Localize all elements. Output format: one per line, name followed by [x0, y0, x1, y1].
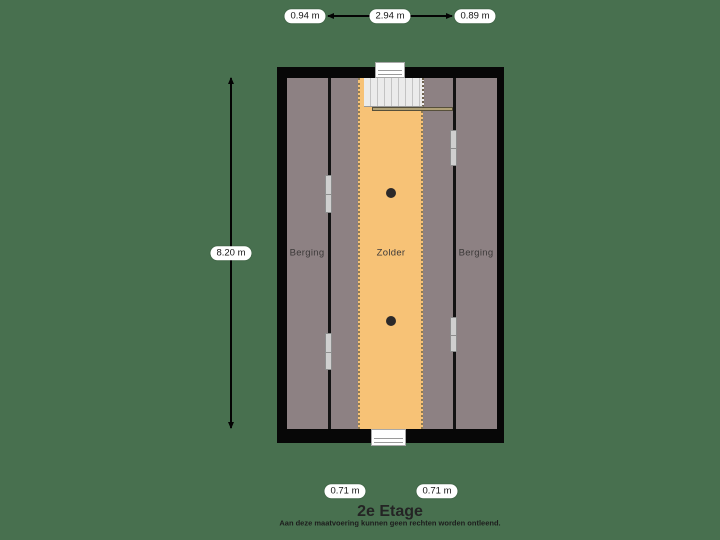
door-right-lower [450, 317, 457, 352]
dimension-label: 0.94 m [284, 9, 326, 23]
dimension-label: 0.71 m [324, 484, 366, 498]
arrow-left-icon [327, 13, 334, 19]
window-top [375, 62, 405, 78]
dimension-bottom-right: 0.71 m [416, 484, 458, 498]
room-label-berging-left: Berging [289, 247, 325, 259]
room-label-berging-right: Berging [458, 247, 494, 259]
room-label-zolder: Zolder [376, 247, 406, 259]
interior-wall-right [453, 78, 456, 429]
dimension-left: 8.20 m [210, 77, 252, 429]
dimension-bottom-left: 0.71 m [324, 484, 366, 498]
window-bottom [371, 429, 406, 446]
door-right-upper [450, 130, 457, 166]
disclaimer-text: Aan deze maatvoering kunnen geen rechten… [279, 518, 501, 528]
ceiling-spot-icon [386, 188, 396, 198]
dimension-top-right: 0.89 m [454, 9, 496, 23]
dimension-label: 8.20 m [210, 246, 252, 260]
arrow-down-icon [228, 422, 234, 429]
page-title: 2e Etage [357, 503, 423, 520]
dimension-top-left: 0.94 m [284, 9, 326, 23]
ceiling-spot-icon [386, 316, 396, 326]
interior-wall-left [328, 78, 331, 429]
dimension-label: 0.89 m [454, 9, 496, 23]
staircase [364, 78, 424, 107]
door-left-upper [325, 175, 332, 213]
dimension-label: 2.94 m [369, 9, 411, 23]
zolder-floor-highlight [358, 78, 423, 429]
stair-railing [372, 107, 453, 111]
dimension-top-center: 2.94 m [327, 9, 453, 23]
arrow-up-icon [228, 77, 234, 84]
door-left-lower [325, 333, 332, 370]
dimension-label: 0.71 m [416, 484, 458, 498]
arrow-right-icon [446, 13, 453, 19]
